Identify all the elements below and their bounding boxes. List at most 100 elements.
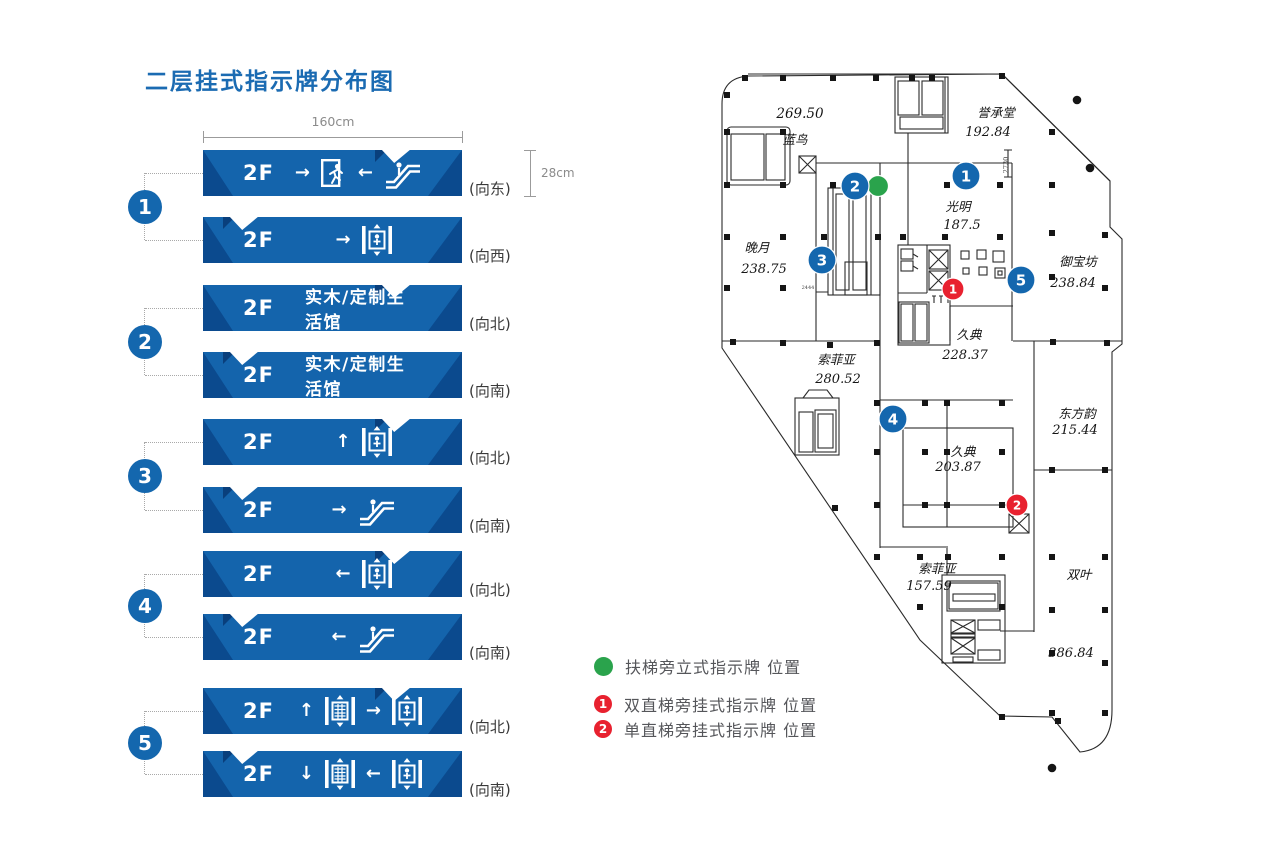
column (875, 234, 881, 240)
column (944, 449, 950, 455)
arrow-up-icon: ↑ (298, 700, 314, 721)
column (999, 449, 1005, 455)
legend-label: 双直梯旁挂式指示牌 位置 (624, 696, 818, 715)
sign-items: 实木/定制生活馆 (305, 285, 422, 331)
column (1049, 129, 1055, 135)
column (874, 502, 880, 508)
room-label: 双叶 (1066, 567, 1093, 582)
column (929, 75, 935, 81)
width-dimension-label: 160cm (311, 114, 355, 129)
interior-walls (722, 77, 1122, 632)
arrow-left-icon: ← (357, 162, 373, 183)
sign-content: 2F 实木/定制生活馆 (203, 352, 462, 398)
column (917, 604, 923, 610)
arrow-right-icon: → (294, 162, 310, 183)
connector-line (145, 173, 203, 174)
green-dot-icon (594, 656, 613, 676)
direction-label: (向南) (469, 644, 511, 662)
column (1102, 554, 1108, 560)
column (999, 502, 1005, 508)
sign-text: 实木/定制生活馆 (305, 288, 406, 331)
column (724, 92, 730, 98)
column (944, 400, 950, 406)
direction-label: (向北) (469, 315, 511, 333)
direction-label: (向南) (469, 517, 511, 535)
column (1050, 339, 1056, 345)
room-label: 192.84 (965, 125, 1011, 140)
sign-items: →← (295, 158, 422, 189)
sign-content: 2F ↑ (203, 419, 462, 465)
column (827, 342, 833, 348)
column (997, 234, 1003, 240)
column (1102, 285, 1108, 291)
connector-line (145, 308, 203, 309)
room-label: 386.84 (1048, 646, 1094, 661)
map-marker-green (866, 174, 890, 198)
page-title: 二层挂式指示牌分布图 (145, 69, 395, 95)
map-marker-blue-3 (807, 245, 837, 275)
room-label: 晚月 (744, 240, 770, 255)
elevator-icon (392, 695, 422, 727)
column (944, 502, 950, 508)
red-1-icon: 1 (594, 695, 612, 713)
direction-label: (向东) (469, 180, 511, 198)
column (1102, 467, 1108, 473)
column (780, 340, 786, 346)
floor-label: 2F (243, 430, 274, 454)
arrow-left-icon: ← (365, 763, 381, 784)
room-label: 东方韵 (1058, 406, 1097, 421)
column (944, 182, 950, 188)
map-marker-label: 1 (961, 168, 971, 186)
column (999, 604, 1005, 610)
direction-label: (向南) (469, 781, 511, 799)
escalator-icon (384, 158, 422, 189)
connector-line (145, 774, 203, 775)
direction-label: (向北) (469, 718, 511, 736)
sign-banner: 2F↓← (203, 751, 462, 797)
floor-label: 2F (243, 161, 274, 185)
sign-content: 2F 实木/定制生活馆 (203, 285, 462, 331)
dimension-line (530, 151, 531, 196)
column (874, 340, 880, 346)
map-marker-red-2 (1005, 493, 1029, 517)
connector-line (145, 637, 203, 638)
floor-label: 2F (243, 363, 274, 387)
column (1102, 232, 1108, 238)
column (1104, 340, 1110, 346)
room-label: 誉承堂 (977, 105, 1016, 120)
legend-label: 单直梯旁挂式指示牌 位置 (624, 721, 818, 740)
sign-content: 2F↓← (203, 751, 462, 797)
column (724, 285, 730, 291)
sign-items: ← (305, 558, 422, 590)
plan-dimension-label: 2730 (1002, 157, 1010, 174)
direction-label: (向北) (469, 449, 511, 467)
stairs-and-elevators (726, 76, 1030, 664)
elevator-icon (361, 224, 392, 256)
dot (1085, 163, 1095, 173)
column (1102, 660, 1108, 666)
column (900, 234, 906, 240)
floor-label: 2F (243, 625, 274, 649)
group-number-badge: 1 (128, 189, 162, 224)
sign-items: ↑ (305, 426, 422, 458)
arrow-down-icon: ↓ (298, 763, 314, 784)
escalator-icon (358, 495, 396, 526)
sign-content: 2F← (203, 551, 462, 597)
column (1049, 182, 1055, 188)
room-label: 203.87 (934, 460, 981, 475)
sign-items: → (305, 495, 422, 526)
map-marker-label: 3 (817, 252, 827, 270)
room-label: 久典 (956, 327, 983, 342)
column (730, 339, 736, 345)
column (1049, 554, 1055, 560)
column (874, 400, 880, 406)
column (780, 75, 786, 81)
sign-banner: 2F↑→ (203, 688, 462, 734)
legend-item-standing-sign: 扶梯旁立式指示牌 位置 (594, 656, 801, 677)
floor-label: 2F (243, 296, 274, 320)
direction-label: (向北) (469, 581, 511, 599)
column (780, 182, 786, 188)
sign-items: 实木/定制生活馆 (305, 352, 422, 398)
column (780, 234, 786, 240)
elevator-icon (361, 426, 392, 458)
